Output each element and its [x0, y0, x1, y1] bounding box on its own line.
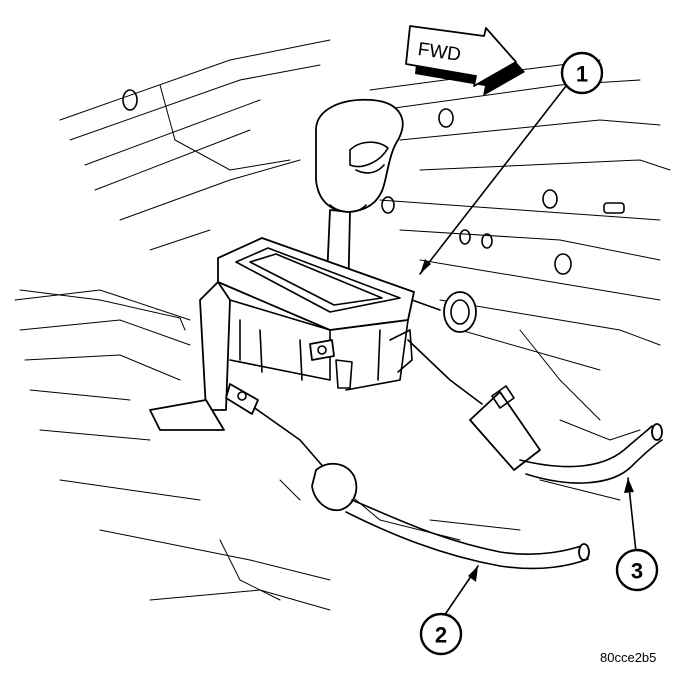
- forward-direction-arrow: FWD: [405, 25, 525, 96]
- callout-1-number: 1: [576, 62, 588, 87]
- floor-holes: [122, 89, 625, 275]
- callout-2: 2: [419, 612, 463, 656]
- shifter-assembly: [149, 237, 415, 431]
- interlock-cable: [407, 339, 663, 484]
- callout-3-number: 3: [631, 559, 643, 584]
- callout-3: 3: [615, 548, 659, 592]
- leader-lines: [419, 85, 637, 617]
- shift-cable: [225, 383, 590, 570]
- callout-1: 1: [560, 51, 604, 95]
- callout-2-number: 2: [435, 623, 447, 648]
- floor-pan-outline: [14, 39, 671, 611]
- figure-code: 80cce2b5: [600, 650, 656, 665]
- cable-clip: [411, 291, 477, 333]
